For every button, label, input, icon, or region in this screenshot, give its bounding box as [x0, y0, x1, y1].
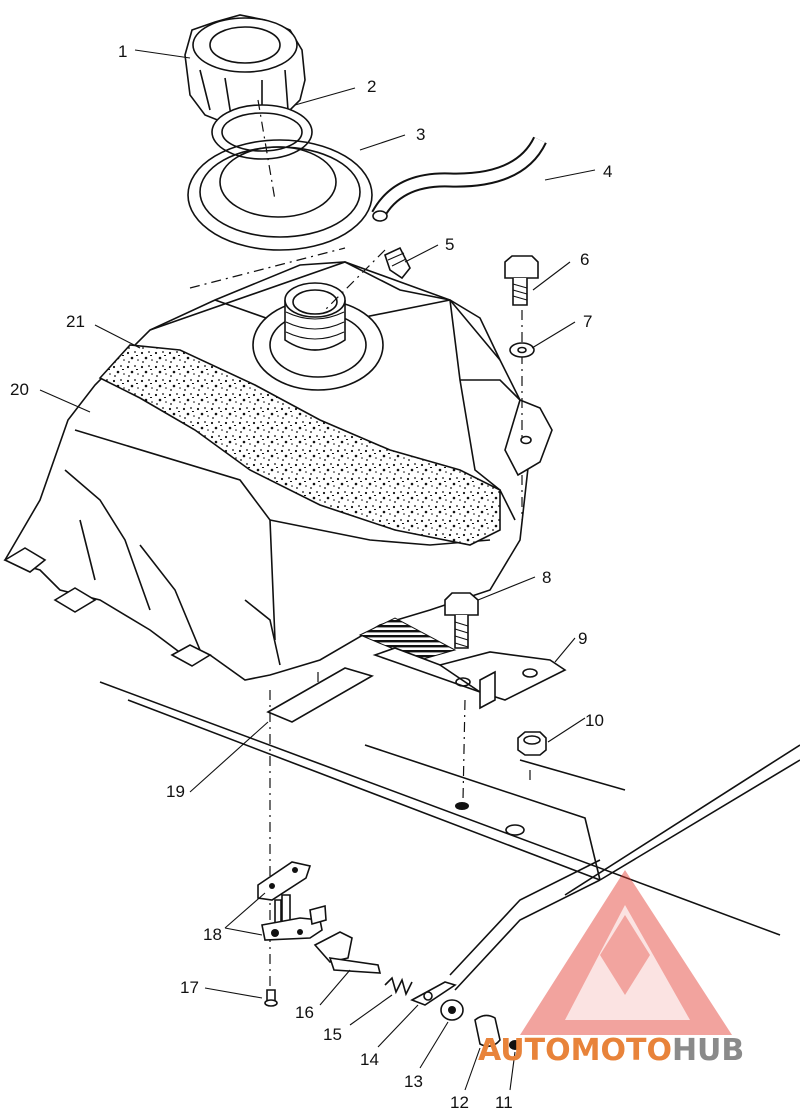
filler-neck — [252, 282, 384, 391]
callout-19: 19 — [166, 782, 185, 801]
rubber-pad — [266, 667, 375, 723]
callout-7: 7 — [583, 312, 592, 331]
callout-17: 17 — [180, 978, 199, 997]
drain-screw — [264, 989, 278, 1007]
callout-6: 6 — [580, 250, 589, 269]
callout-8: 8 — [542, 568, 551, 587]
valve-spring — [384, 976, 413, 997]
lock-nut — [517, 731, 547, 756]
watermark-text-part1: AUTOMOTO — [478, 1033, 672, 1068]
callout-16: 16 — [295, 1003, 314, 1022]
callout-13: 13 — [404, 1072, 423, 1091]
callout-20: 20 — [10, 380, 29, 399]
callout-9: 9 — [578, 629, 587, 648]
knob-screw — [509, 1040, 521, 1050]
valve-plate — [410, 981, 457, 1006]
mount-bracket — [372, 647, 567, 710]
callout-10: 10 — [585, 711, 604, 730]
bolt-lower — [444, 592, 479, 649]
callout-3: 3 — [416, 125, 425, 144]
callout-5: 5 — [445, 235, 454, 254]
callout-12: 12 — [450, 1093, 469, 1110]
vent-hose — [371, 136, 547, 222]
bolt-upper — [504, 255, 539, 306]
watermark-text: AUTOMOTOHUB — [478, 1033, 744, 1068]
watermark-logo — [520, 870, 732, 1035]
callout-2: 2 — [367, 77, 376, 96]
frame-rails — [99, 681, 800, 991]
callout-18: 18 — [203, 925, 222, 944]
cap-gasket — [211, 104, 313, 160]
watermark-text-part2: HUB — [672, 1033, 744, 1068]
fuel-cap — [184, 14, 306, 126]
callout-15: 15 — [323, 1025, 342, 1044]
callout-4: 4 — [603, 162, 612, 181]
valve-washer — [440, 999, 464, 1021]
callout-21: 21 — [66, 312, 85, 331]
callout-11: 11 — [495, 1093, 513, 1110]
leader-lines — [39, 49, 596, 1091]
valve-knob — [474, 1014, 501, 1048]
callout-1: 1 — [118, 42, 127, 61]
tank-seal-ring — [187, 139, 373, 251]
vent-fitting — [384, 246, 411, 280]
foam-pad — [98, 344, 501, 546]
valve-lever — [313, 931, 382, 974]
callout-14: 14 — [360, 1050, 379, 1069]
washer-upper — [509, 342, 535, 358]
callout-labels: 1 2 3 4 5 6 7 8 9 10 11 12 13 14 15 16 1… — [10, 42, 612, 1110]
fuel-valve-assembly — [257, 861, 327, 941]
